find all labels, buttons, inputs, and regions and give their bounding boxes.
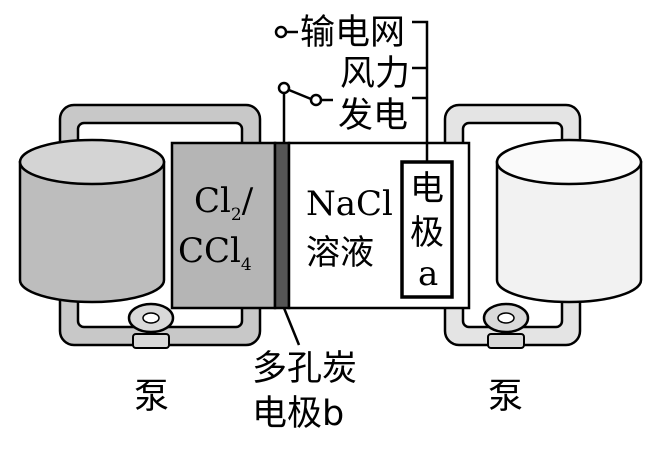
grid-label: 输电网 <box>300 13 405 53</box>
electrode-b-label-line1: 多孔炭 <box>252 349 357 389</box>
left-storage-tank <box>18 138 166 304</box>
external-circuit <box>274 20 429 346</box>
electrode-a-letter: a <box>418 254 438 294</box>
right-storage-tank <box>495 138 643 304</box>
left-pump-label: 泵 <box>134 377 169 417</box>
wind-label-line2: 发电 <box>338 96 408 136</box>
right-pump-label: 泵 <box>488 377 523 417</box>
electrolytic-cell <box>170 141 471 310</box>
left-compartment-line1: Cl2/ <box>194 181 254 225</box>
switch-pivot <box>277 81 291 95</box>
left-compartment <box>170 141 277 310</box>
porous-carbon-electrode-b <box>273 141 291 310</box>
electrode-a-char2: 极 <box>410 213 444 253</box>
grid-terminal <box>274 25 288 39</box>
electrode-a-char1: 电 <box>410 169 444 209</box>
wind-label-line1: 风力 <box>340 54 410 94</box>
solution-label: 溶液 <box>306 233 374 273</box>
electrode-b-label-line2: 电极b <box>252 394 344 434</box>
left-compartment-line2: CCl4 <box>178 231 252 275</box>
left-pump <box>127 302 175 349</box>
nacl-label: NaCl <box>306 184 393 224</box>
wind-terminal <box>309 93 323 107</box>
right-pump <box>482 302 530 349</box>
electrode-a <box>400 160 454 299</box>
